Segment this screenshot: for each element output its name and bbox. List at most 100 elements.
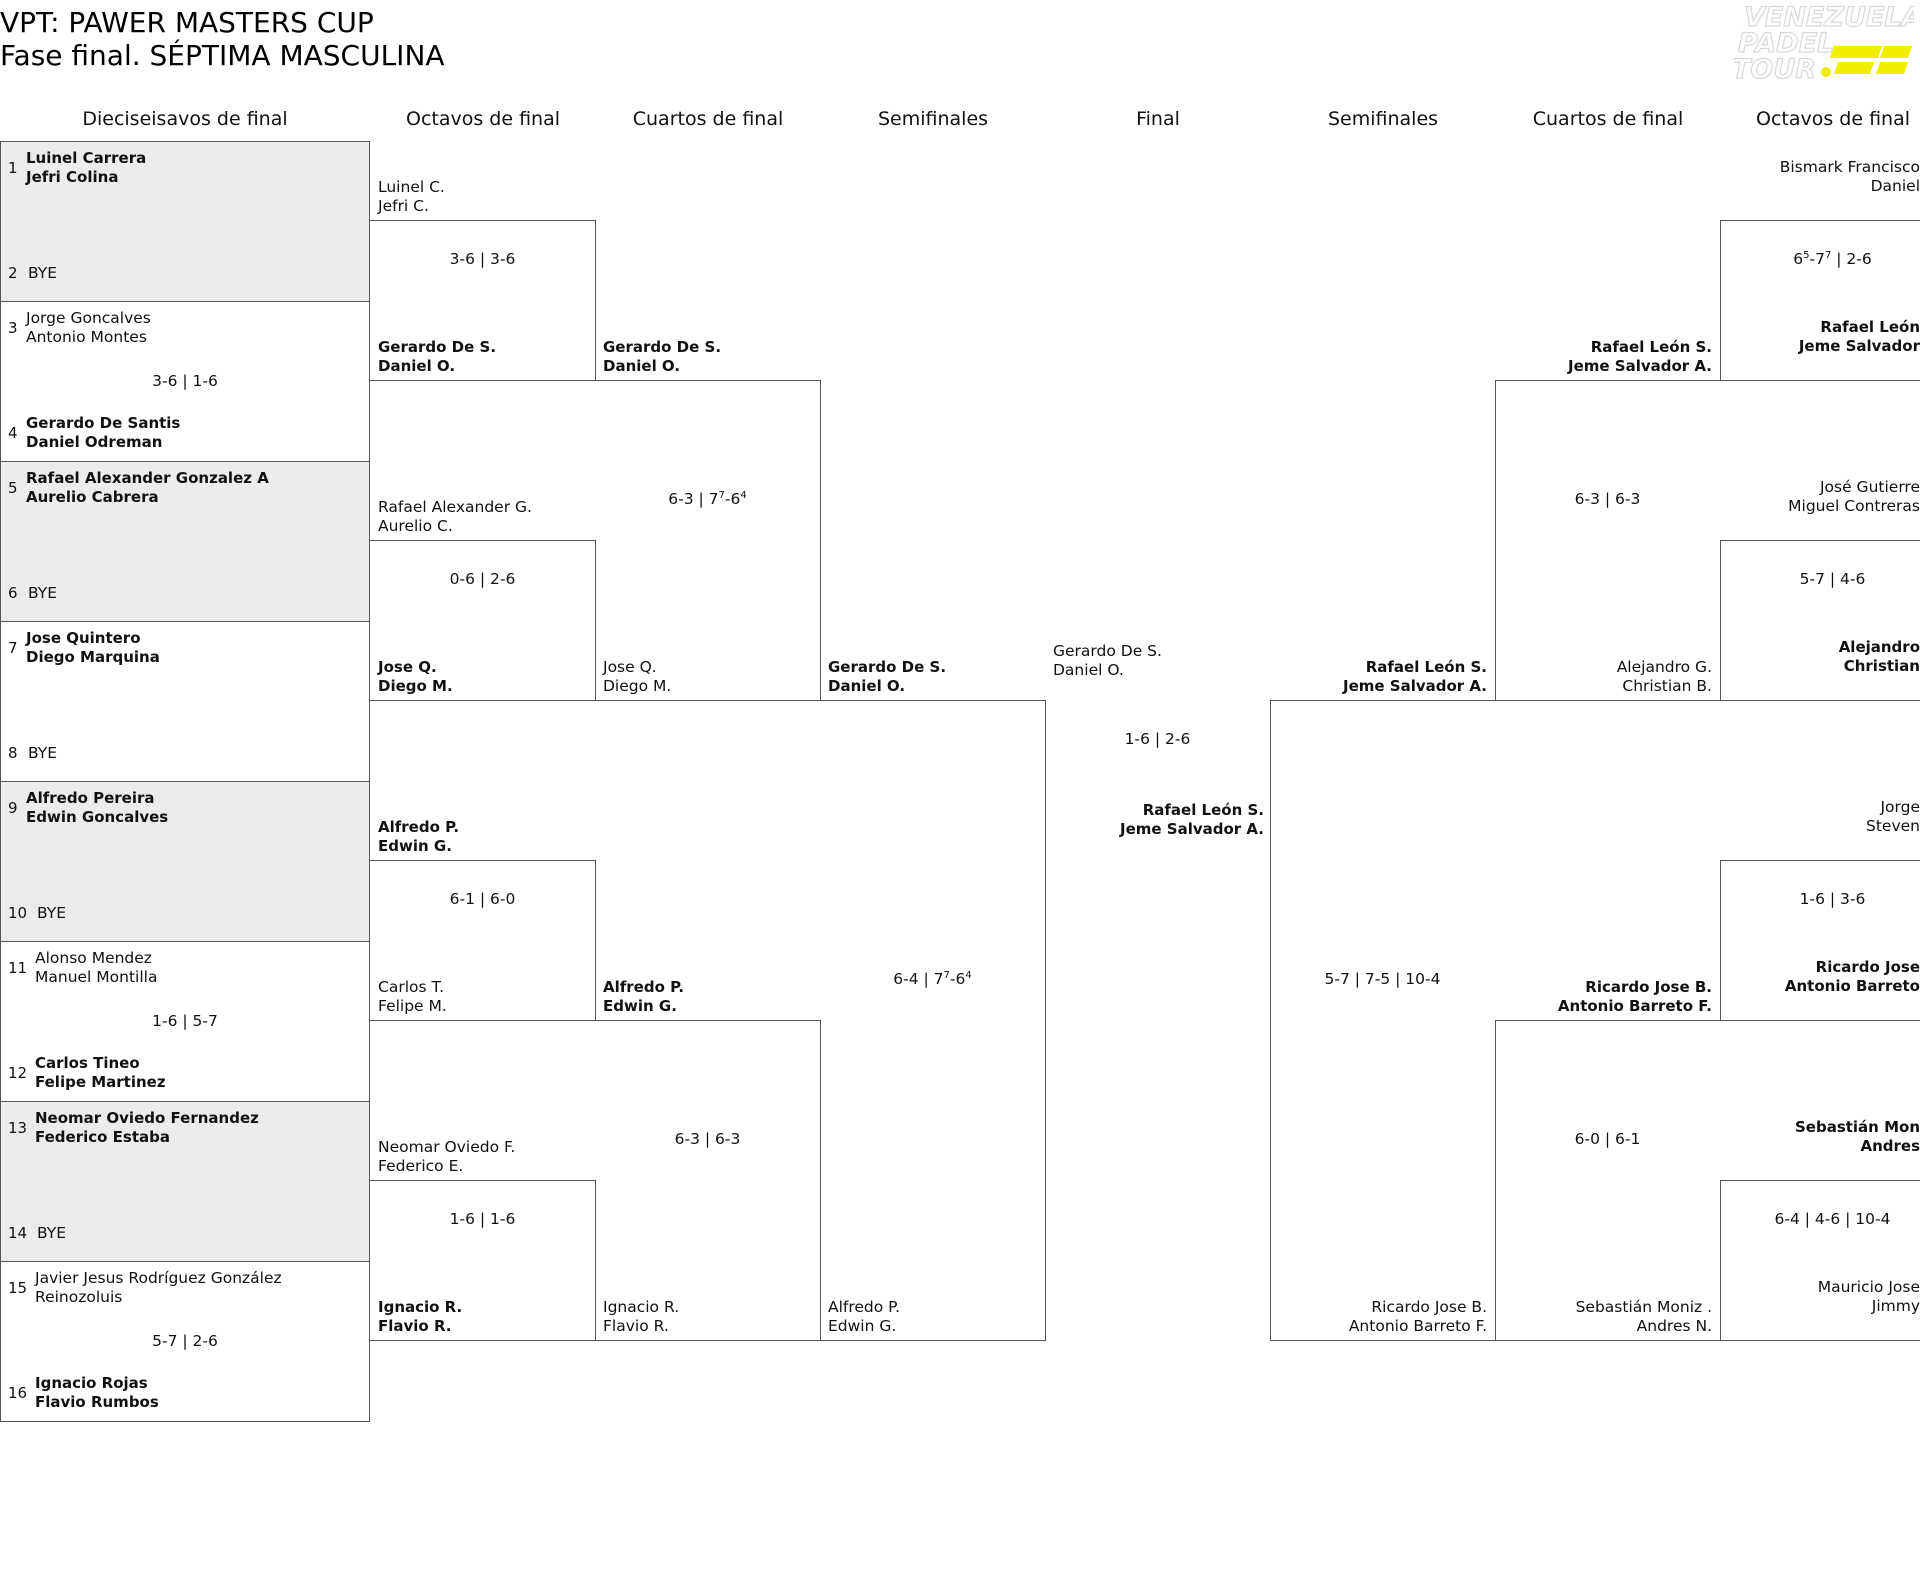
team-player: Jose Q. xyxy=(378,658,437,676)
bracket-line xyxy=(370,1020,595,1021)
team-player: Rafael León xyxy=(1820,318,1920,336)
seed-number: 12 xyxy=(8,1064,28,1082)
team-player: Carlos Tineo xyxy=(35,1054,140,1072)
bracket-line xyxy=(1270,700,1495,701)
match-score: 6-3 | 6-3 xyxy=(674,1130,741,1148)
bracket-line xyxy=(595,700,820,701)
seed-number: 15 xyxy=(8,1279,28,1297)
bracket-line xyxy=(1495,700,1720,701)
match-score: 1-6 | 2-6 xyxy=(1124,730,1191,748)
bracket-line xyxy=(1495,1340,1720,1341)
match-score: 65-77 | 2-6 xyxy=(1793,250,1872,269)
bracket-line xyxy=(1720,540,1721,701)
team-player: Jeme Salvador A. xyxy=(1568,357,1712,375)
team-player: Bismark Francisco xyxy=(1779,158,1920,176)
round-header: Final xyxy=(1136,108,1180,130)
bracket-line xyxy=(820,1020,821,1341)
team-player: Jimmy xyxy=(1871,1297,1920,1315)
logo-stripe xyxy=(1880,46,1912,58)
bracket-line xyxy=(1720,1180,1920,1181)
svg-text:TOUR: TOUR xyxy=(1734,54,1816,82)
bracket-line xyxy=(1495,1020,1496,1341)
team-player: Sebastián Mon xyxy=(1794,1118,1920,1136)
round-header: Semifinales xyxy=(1327,108,1439,130)
team-player: Gerardo De S. xyxy=(603,338,722,356)
team-player: Edwin G. xyxy=(603,997,677,1015)
match-score: 6-0 | 6-1 xyxy=(1574,1130,1641,1148)
team-player: Jefri Colina xyxy=(26,168,119,186)
seed-number: 3 xyxy=(8,319,18,337)
team-player: Sebastián Moniz . xyxy=(1575,1298,1712,1316)
round-header: Octavos de final xyxy=(1755,108,1911,130)
bracket-line xyxy=(595,1340,820,1341)
seed-number: 7 xyxy=(8,639,18,657)
team-player: Andres xyxy=(1860,1137,1920,1155)
bracket-line xyxy=(1495,380,1496,701)
bracket-line xyxy=(1720,220,1920,221)
team-player: Aurelio Cabrera xyxy=(26,488,159,506)
team-player: Diego Marquina xyxy=(26,648,160,666)
team-player: Christian B. xyxy=(1622,677,1712,695)
round-header: Semifinales xyxy=(877,108,989,130)
match-score: 6-3 | 77-64 xyxy=(668,490,747,509)
team-player: Jorge xyxy=(1880,798,1920,816)
match-score: 6-4 | 77-64 xyxy=(893,970,972,989)
team-player: Federico Estaba xyxy=(35,1128,171,1146)
bracket-line xyxy=(1720,700,1920,701)
team-player: Luinel C. xyxy=(378,178,445,196)
bye-label: BYE xyxy=(28,584,58,602)
team-player: Gerardo De S. xyxy=(1053,642,1162,660)
round-header: Cuartos de final xyxy=(632,108,784,130)
bracket-line xyxy=(370,220,595,221)
match-score: 6-4 | 4-6 | 10-4 xyxy=(1774,1210,1891,1228)
bracket-line xyxy=(1495,1020,1720,1021)
match-score: 1-6 | 3-6 xyxy=(1799,890,1866,908)
bracket-line xyxy=(370,1340,595,1341)
team-player: Diego M. xyxy=(378,677,453,695)
team-player: Daniel Odreman xyxy=(26,433,163,451)
team-player: Carlos T. xyxy=(378,978,445,996)
team-player: José Gutierre xyxy=(1819,478,1920,496)
match-score: 1-6 | 1-6 xyxy=(449,1210,516,1228)
phase-name: Fase final. SÉPTIMA MASCULINA xyxy=(0,39,445,72)
r32-match xyxy=(0,461,370,622)
team-player: Ignacio R. xyxy=(603,1298,680,1316)
team-player: Daniel O. xyxy=(828,677,906,695)
team-player: Alonso Mendez xyxy=(35,949,152,967)
team-player: Edwin Goncalves xyxy=(26,808,169,826)
svg-text:PADEL: PADEL xyxy=(1738,28,1834,59)
team-player: Neomar Oviedo F. xyxy=(378,1138,516,1156)
team-player: Daniel O. xyxy=(1053,661,1124,679)
logo-stripe xyxy=(1834,62,1874,74)
match-score: 3-6 | 3-6 xyxy=(449,250,516,268)
team-player: Miguel Contreras xyxy=(1788,497,1920,515)
bracket-line xyxy=(595,1020,820,1021)
seed-number: 9 xyxy=(8,799,18,817)
team-player: Alfredo P. xyxy=(603,978,685,996)
team-player: Ricardo Jose B. xyxy=(1371,1298,1487,1316)
r32-match xyxy=(0,1101,370,1262)
team-player: Ricardo Jose xyxy=(1815,958,1920,976)
r32-match xyxy=(0,781,370,942)
team-player: Felipe M. xyxy=(378,997,447,1015)
bye-label: BYE xyxy=(28,744,58,762)
team-player: Rafael León S. xyxy=(1142,801,1264,819)
bracket-line xyxy=(1720,860,1721,1021)
seed-number: 4 xyxy=(8,424,18,442)
bracket-line xyxy=(1270,700,1271,1341)
team-player: Steven xyxy=(1866,817,1920,835)
team-player: Ignacio R. xyxy=(378,1298,463,1316)
match-score: 5-7 | 2-6 xyxy=(152,1332,218,1350)
round-header: Dieciseisavos de final xyxy=(82,108,288,130)
bracket-line xyxy=(370,540,595,541)
team-player: Daniel O. xyxy=(603,357,681,375)
bracket-line xyxy=(1720,380,1920,381)
team-player: Antonio Barreto F. xyxy=(1348,1317,1487,1335)
bracket-line xyxy=(1045,700,1046,1341)
team-player: Alfredo P. xyxy=(828,1298,901,1316)
team-player: Daniel O. xyxy=(378,357,456,375)
match-score: 0-6 | 2-6 xyxy=(449,570,516,588)
team-player: Manuel Montilla xyxy=(35,968,158,986)
team-player: Jose Quintero xyxy=(26,629,141,647)
team-player: Alejandro G. xyxy=(1616,658,1712,676)
